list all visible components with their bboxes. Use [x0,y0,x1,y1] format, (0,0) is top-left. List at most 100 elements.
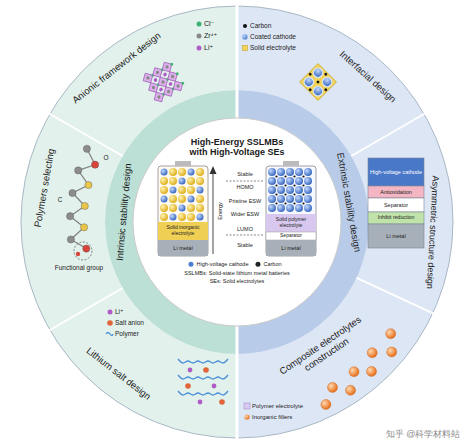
label-box: Li metal [173,245,192,251]
carbon-dot [324,72,328,76]
ring-title: Anionic framework design [71,31,163,107]
key-label: Polymer [115,330,139,337]
particle [196,195,204,203]
particle [160,213,168,221]
label-box: Functional group [55,264,103,271]
interface-sketch [300,64,337,101]
particle [187,177,195,185]
label-box: 知乎 @科学材料站 [386,429,461,439]
key-label: Li⁺ [115,308,124,315]
atom-ball [67,236,74,243]
particle [160,204,168,212]
particle [304,186,312,194]
layer-label: Li metal [281,245,300,251]
key-line [106,333,113,336]
battery-body [266,166,316,256]
particle [196,177,204,185]
layer-label: Separator [280,233,302,239]
electrolyte-layer [158,222,208,240]
particle [304,204,312,212]
atom-ball [67,213,74,220]
particle [170,214,177,221]
li-atom [168,82,173,87]
carbon-dot [293,184,295,186]
salt-anion [219,399,225,405]
battery-body [158,166,208,256]
label-box: Li⁺ [204,44,213,52]
key-label: Inorganic fillers [252,414,292,421]
crystal-lattice [140,59,186,105]
legend-item: Carbon [255,261,285,267]
legend-swatch [188,262,193,267]
ring-divider [236,5,239,118]
polymer-backbone [70,149,95,249]
label-box: C [58,196,63,203]
label-box: LUMO [237,226,253,232]
layer-label: Separator [384,202,408,208]
ring-outline [21,6,453,438]
layer-label: Antioxidation [380,189,412,195]
filler-sphere [321,400,331,410]
label-box: Stable [237,242,253,248]
key-dot [243,24,247,28]
polymer-chain [178,359,228,363]
particle [295,168,303,176]
footnote: SSLMBs: Solid-state lithium metal batter… [184,270,289,276]
atom-ball [92,161,99,168]
atom-ball [83,245,90,252]
zr-atom [165,65,169,69]
ring-title: Interfacial design [337,49,398,105]
cl-atom [181,81,185,85]
atom-ball [81,224,88,231]
zr-atom [155,70,159,74]
carbon-dot [275,193,277,195]
carbon-dot [284,193,286,195]
ion-key: Zr⁴⁺ [204,32,217,40]
li-ion [188,368,193,373]
carbon-dot [293,193,295,195]
ion-key: Cl⁻ [204,20,214,28]
key-label: Carbon [250,22,271,29]
label-box: HOMO [236,184,253,190]
particle [187,213,195,221]
carbon-dot [302,175,304,177]
li-atom [163,72,168,77]
filler-sphere [367,348,377,358]
stack-layer [368,198,424,212]
key-label: Solid electrolyte [250,44,296,51]
label-box: Antioxidation [380,189,412,195]
ring-segment: Anionic framework design [71,31,163,107]
ring-segment: Interfacial design [337,49,398,105]
label-box: Salt anion [115,319,144,326]
atom-ball [69,189,76,196]
label-box: Zr⁴⁺ [204,32,217,40]
particle [277,177,285,185]
particle [268,168,276,176]
ring-divider [49,288,123,331]
ring-segment: Polymers selecting [33,148,58,228]
illustration [21,5,453,439]
stack-layer [368,158,424,186]
li-atom [153,78,158,83]
label-box: Polymer [115,330,139,337]
particle [178,195,186,203]
particle [178,168,186,176]
ring-sector [21,6,237,438]
level-line [226,235,264,236]
ring-title: Composite electrolytes construction [266,306,382,394]
particle [188,196,195,203]
layer-label: High-voltage cathode [370,169,422,175]
label-box: Separator [384,202,408,208]
zr-atom [161,80,165,84]
carbon-dot [302,193,304,195]
coated-particle [302,75,315,88]
part-label: Functional group [55,264,103,271]
cl-atom [175,72,179,76]
li-ion [198,400,203,405]
polymer-chain [178,375,228,379]
ring-divider [49,114,123,157]
key-label: Polymer electrolyte [252,403,303,410]
layer-label: Solid polymer electrolyte [267,217,315,229]
coated-particle [311,66,324,79]
